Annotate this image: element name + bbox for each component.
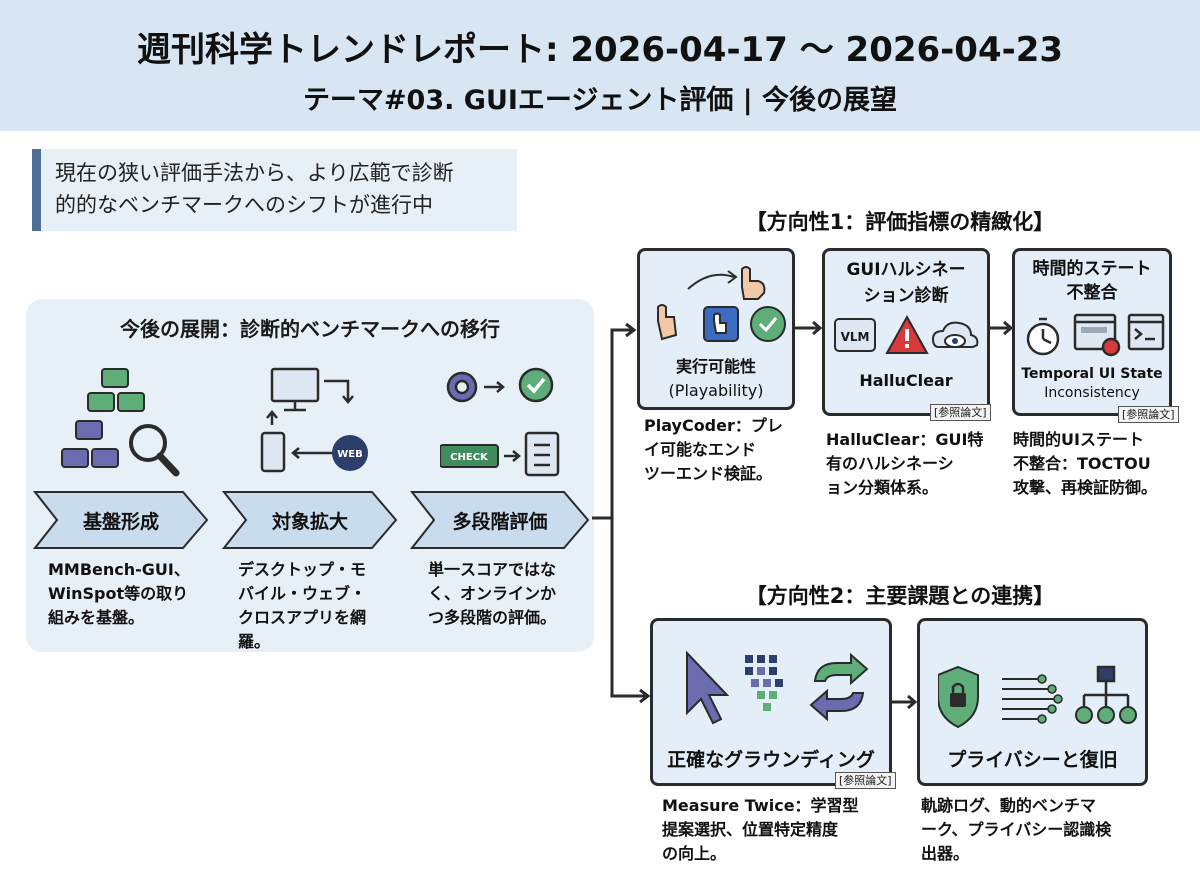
- hand-tap-icon: [657, 266, 786, 342]
- card-hallucination: GUIハルシネー ション診断 VLM HalluClear: [822, 248, 990, 416]
- desc-line: ーク、プライバシー認識検: [921, 820, 1112, 839]
- card-grounding: 正確なグラウンディング: [650, 618, 892, 786]
- desc-line: イ可能なエンド: [644, 440, 757, 459]
- callout-line-2: 的的なベンチマークへのシフトが進行中: [55, 193, 433, 217]
- subtitle-line: Temporal UI State: [1021, 366, 1163, 382]
- page-title: 週刊科学トレンドレポート: 2026-04-17 〜 2026-04-23: [136, 30, 1064, 70]
- desc-line: 出器。: [921, 844, 970, 863]
- card-grounding-desc: Measure Twice：学習型 提案選択、位置特定精度 の向上。: [662, 794, 912, 866]
- callout-line-1: 現在の狭い評価手法から、より広範で診断: [55, 161, 454, 185]
- title-line: 実行可能性: [675, 357, 756, 376]
- desc-line: PlayCoder：プレ: [644, 416, 783, 435]
- vlm-alert-cloud-icon: VLM: [834, 314, 979, 354]
- vlm-icon-label: VLM: [841, 330, 870, 344]
- title-line: 時間的ステート: [1032, 259, 1152, 279]
- card-playability: 実行可能性 (Playability): [637, 248, 795, 410]
- desc-line: バイル・ウェブ・: [238, 584, 367, 603]
- step-multistage-desc: 単一スコアではな く、オンラインか つ多段階の評価。: [428, 558, 593, 630]
- direction-1-label: 【方向性1：評価指標の精緻化】: [745, 210, 1055, 234]
- card-privacy-desc: 軌跡ログ、動的ベンチマ ーク、プライバシー認識検 出器。: [921, 794, 1171, 866]
- desc-line: 攻撃、再検証防御。: [1013, 478, 1158, 497]
- desc-line: デスクトップ・モ: [238, 560, 367, 579]
- desc-line: HalluClear：GUI特: [826, 430, 984, 449]
- reference-tag: [参照論文]: [835, 772, 896, 789]
- desc-line: ツーエンド検証。: [644, 464, 773, 483]
- card-playability-desc: PlayCoder：プレ イ可能なエンド ツーエンド検証。: [644, 414, 804, 486]
- card-hallucination-subtitle: HalluClear: [859, 371, 953, 390]
- direction-2-label: 【方向性2：主要課題との連携】: [745, 584, 1055, 608]
- step-foundation-label: 基盤形成: [82, 511, 159, 533]
- card-temporal-desc: 時間的UIステート 不整合：TOCTOU 攻撃、再検証防御。: [1013, 428, 1193, 500]
- desc-line: MMBench-GUI、: [48, 560, 190, 579]
- cursor-grid-refresh-icon: [686, 650, 869, 725]
- card-privacy-title: プライバシーと復旧: [947, 749, 1118, 771]
- title-line: (Playability): [668, 381, 764, 400]
- card-temporal-title: 時間的ステート 不整合: [1015, 257, 1169, 305]
- card-hallucination-title: GUIハルシネー ション診断: [825, 257, 987, 309]
- desc-line: Measure Twice：学習型: [662, 796, 859, 815]
- step-multistage: 多段階評価: [409, 490, 590, 550]
- title-line: 不整合: [1066, 283, 1118, 303]
- step-foundation-desc: MMBench-GUI、 WinSpot等の取り 組みを基盤。: [48, 558, 213, 630]
- card-temporal-subtitle: Temporal UI State Inconsistency: [1015, 365, 1169, 403]
- desc-line: の向上。: [662, 844, 727, 863]
- web-icon-label: WEB: [337, 449, 362, 460]
- desc-line: クロスアプリを網: [238, 608, 367, 627]
- desc-line: く、オンラインか: [428, 584, 557, 603]
- shield-circuit-network-icon: [938, 665, 1137, 729]
- desc-line: 時間的UIステート: [1013, 430, 1144, 449]
- card-temporal: 時間的ステート 不整合 Temporal UI State Inconsiste…: [1012, 248, 1172, 416]
- stopwatch-window-icon: [1026, 313, 1165, 357]
- desc-line: 組みを基盤。: [48, 608, 145, 627]
- desc-line: 軌跡ログ、動的ベンチマ: [921, 796, 1096, 815]
- header-banner: 週刊科学トレンドレポート: 2026-04-17 〜 2026-04-23 テー…: [0, 0, 1200, 131]
- branch-connector: [592, 322, 650, 704]
- gear-checklist-icon: CHECK: [440, 367, 560, 477]
- subtitle-line: Inconsistency: [1044, 385, 1140, 401]
- card-privacy: プライバシーと復旧: [917, 618, 1148, 786]
- arrow-right-icon: [988, 320, 1014, 336]
- step-foundation: 基盤形成: [32, 490, 209, 550]
- desc-line: 不整合：TOCTOU: [1013, 454, 1151, 473]
- roadmap-panel-title: 今後の展開：診断的ベンチマークへの移行: [120, 317, 500, 341]
- desc-line: WinSpot等の取り: [48, 584, 189, 603]
- step-expansion: 対象拡大: [221, 490, 398, 550]
- devices-web-icon: WEB: [260, 367, 368, 473]
- card-playability-title: 実行可能性 (Playability): [640, 355, 792, 403]
- desc-line: 有のハルシネーシ: [826, 454, 954, 473]
- page-subtitle: テーマ#03. GUIエージェント評価 | 今後の展望: [302, 85, 898, 116]
- desc-line: 単一スコアではな: [428, 560, 557, 579]
- desc-line: ョン分類体系。: [826, 478, 939, 497]
- check-sign-label: CHECK: [450, 452, 489, 463]
- step-expansion-label: 対象拡大: [271, 511, 348, 533]
- title-line: ション診断: [863, 286, 949, 306]
- desc-line: 羅。: [238, 632, 271, 651]
- roadmap-panel: [26, 299, 594, 652]
- step-expansion-desc: デスクトップ・モ バイル・ウェブ・ クロスアプリを網 羅。: [238, 558, 403, 654]
- reference-tag: [参照論文]: [1118, 406, 1179, 423]
- reference-tag: [参照論文]: [930, 404, 991, 421]
- card-grounding-title: 正確なグラウンディング: [667, 749, 875, 771]
- step-multistage-label: 多段階評価: [452, 511, 548, 533]
- title-line: GUIハルシネー: [846, 260, 966, 280]
- desc-line: 提案選択、位置特定精度: [662, 820, 839, 839]
- card-hallucination-desc: HalluClear：GUI特 有のハルシネーシ ョン分類体系。: [826, 428, 1001, 500]
- arrow-right-icon: [892, 694, 918, 710]
- summary-callout: 現在の狭い評価手法から、より広範で診断 的的なベンチマークへのシフトが進行中: [32, 149, 517, 231]
- desc-line: つ多段階の評価。: [428, 608, 557, 627]
- arrow-right-icon: [795, 320, 823, 336]
- blocks-magnifier-icon: [61, 368, 180, 477]
